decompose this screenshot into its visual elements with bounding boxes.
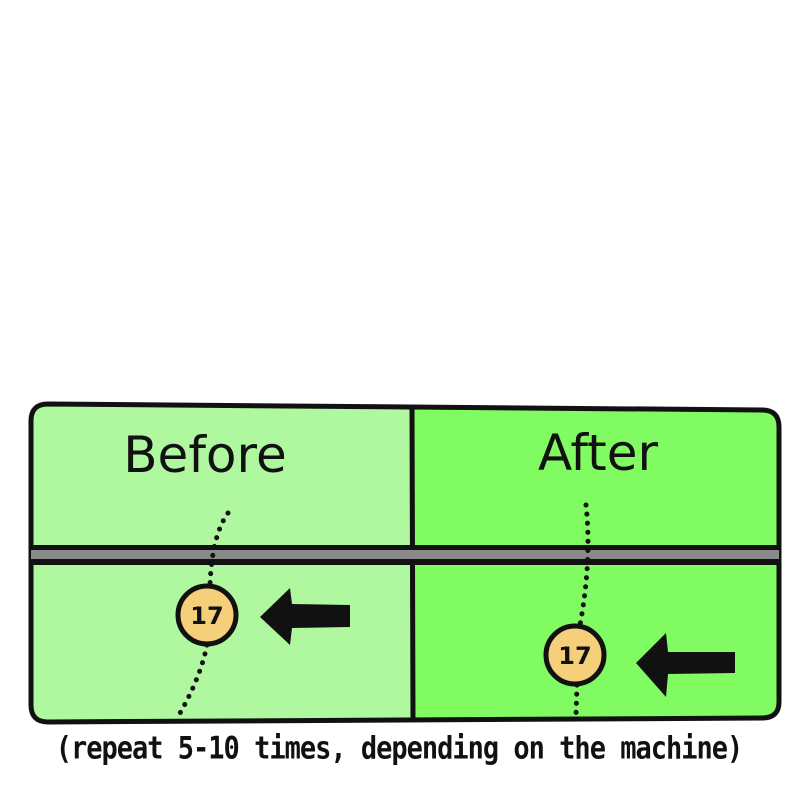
panels-outline: [28, 401, 782, 725]
left-arrow-icon: [636, 633, 735, 697]
ball-number: 17: [558, 642, 591, 670]
panel-title-before: Before: [123, 426, 286, 484]
before-string-path: [173, 510, 231, 723]
left-arrow-icon: [260, 588, 350, 645]
caption: (repeat 5-10 times, depending on the mac…: [55, 730, 744, 767]
before-ball: 17: [175, 583, 239, 647]
panel-title-after: After: [538, 424, 659, 482]
after-string-path: [573, 502, 591, 718]
after-ball: 17: [543, 623, 607, 687]
road: [31, 545, 779, 565]
ball-number: 17: [190, 602, 223, 630]
